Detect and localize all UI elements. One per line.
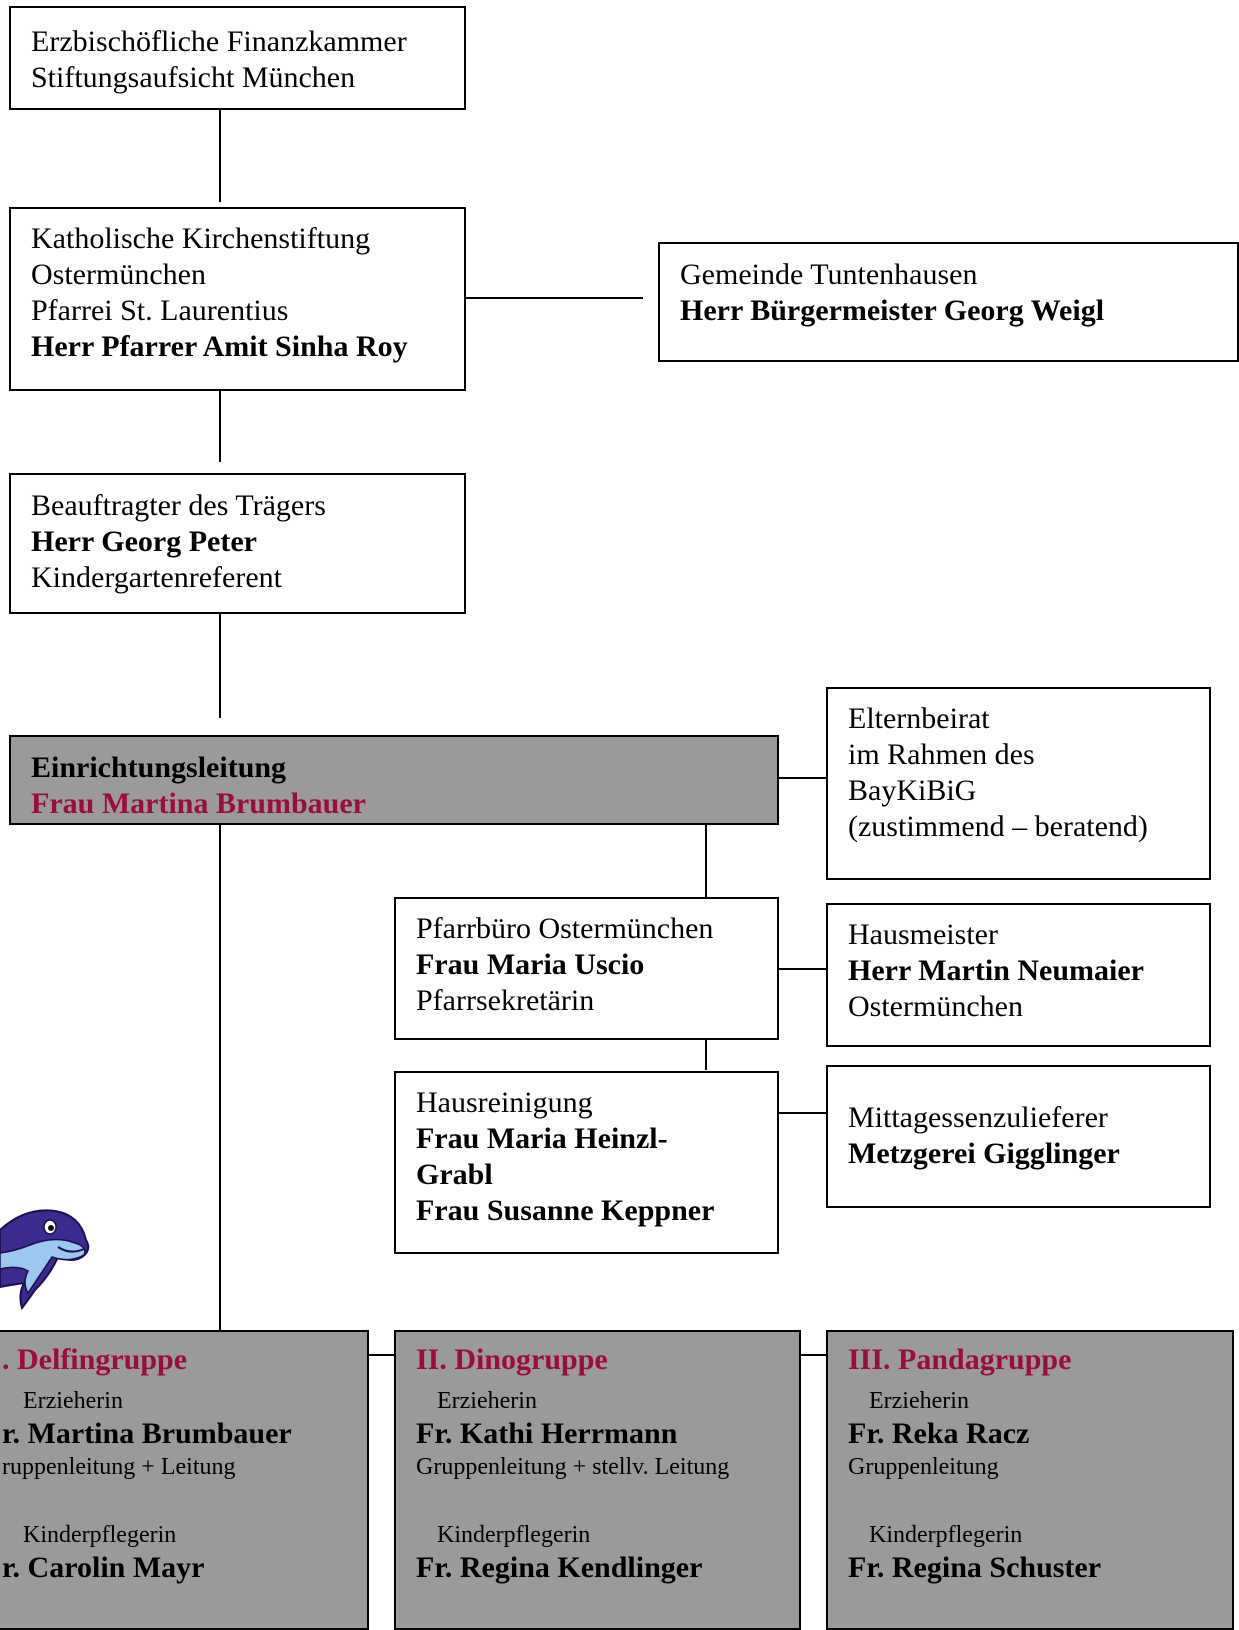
elternbeirat-line4: (zustimmend – beratend) [848,810,1148,843]
pfarrbuero-person: Frau Maria Uscio [416,948,645,981]
connector-line [219,825,221,1331]
elternbeirat-line3: BayKiBiG [848,774,977,807]
finanzkammer-line1: Erzbischöfliche Finanzkammer [31,25,407,58]
beauftragter-role: Kindergartenreferent [31,561,282,594]
group-title: . Delfingruppe [2,1343,188,1376]
hausmeister-line1: Hausmeister [848,918,998,951]
connector-line [777,968,827,970]
beauftragter-box: Beauftragter des Trägers Herr Georg Pete… [9,473,466,614]
group-desc1: ruppenleitung + Leitung [2,1454,236,1480]
group-name1: Fr. Reka Racz [848,1417,1030,1450]
group-name1: Fr. Kathi Herrmann [416,1417,678,1450]
group-name1: r. Martina Brumbauer [2,1417,292,1450]
pfarrbuero-box: Pfarrbüro Ostermünchen Frau Maria Uscio … [394,897,779,1040]
einrichtungsleitung-box: Einrichtungsleitung Frau Martina Brumbau… [9,735,779,825]
elternbeirat-line2: im Rahmen des [848,738,1035,771]
group-desc1: Gruppenleitung [848,1454,999,1480]
kirchenstiftung-line2: Ostermünchen [31,258,206,291]
connector-line [800,1354,826,1356]
hausmeister-place: Ostermünchen [848,990,1023,1023]
gemeinde-line1: Gemeinde Tuntenhausen [680,258,978,291]
group-dino-box: II. Dinogruppe Erzieherin Fr. Kathi Herr… [394,1330,801,1630]
hausmeister-person: Herr Martin Neumaier [848,954,1145,987]
dolphin-logo-icon [0,1209,90,1310]
mittagessen-line1: Mittagessenzulieferer [848,1101,1108,1134]
group-role2: Kinderpflegerin [869,1522,1023,1548]
connector-line [777,1112,827,1114]
pfarrbuero-line1: Pfarrbüro Ostermünchen [416,912,714,945]
group-name2: r. Carolin Mayr [2,1551,205,1584]
connector-line [452,297,643,299]
group-name2: Fr. Regina Schuster [848,1551,1102,1584]
hausreinigung-box: Hausreinigung Frau Maria Heinzl- Grabl F… [394,1071,779,1254]
group-title: II. Dinogruppe [416,1343,608,1376]
mittagessen-box: Mittagessenzulieferer Metzgerei Giggling… [826,1065,1211,1208]
kirchenstiftung-line1: Katholische Kirchenstiftung [31,222,371,255]
group-role1: Erzieherin [869,1388,969,1414]
mittagessen-supplier: Metzgerei Gigglinger [848,1137,1120,1170]
connector-line [219,107,221,202]
finanzkammer-box: Erzbischöfliche Finanzkammer Stiftungsau… [9,6,466,110]
group-role2: Kinderpflegerin [437,1522,591,1548]
group-role2: Kinderpflegerin [23,1522,177,1548]
kirchenstiftung-person: Herr Pfarrer Amit Sinha Roy [31,330,408,363]
pfarrbuero-role: Pfarrsekretärin [416,984,595,1017]
hausreinigung-person1a: Frau Maria Heinzl- [416,1122,668,1155]
group-title: III. Pandagruppe [848,1343,1072,1376]
kirchenstiftung-line3: Pfarrei St. Laurentius [31,294,289,327]
group-role1: Erzieherin [437,1388,537,1414]
einrichtungsleitung-person: Frau Martina Brumbauer [31,787,366,820]
gemeinde-person: Herr Bürgermeister Georg Weigl [680,294,1105,327]
group-role1: Erzieherin [23,1388,123,1414]
group-desc1: Gruppenleitung + stellv. Leitung [416,1454,730,1480]
connector-line [705,825,707,899]
connector-line [368,1354,394,1356]
hausreinigung-person2: Frau Susanne Keppner [416,1194,715,1227]
group-delfin-box: . Delfingruppe Erzieherin r. Martina Bru… [0,1330,369,1630]
hausmeister-box: Hausmeister Herr Martin Neumaier Ostermü… [826,903,1211,1047]
beauftragter-line1: Beauftragter des Trägers [31,489,326,522]
hausreinigung-person1b: Grabl [416,1158,493,1191]
group-panda-box: III. Pandagruppe Erzieherin Fr. Reka Rac… [826,1330,1234,1630]
gemeinde-box: Gemeinde Tuntenhausen Herr Bürgermeister… [658,242,1239,362]
connector-line [219,612,221,718]
connector-line [705,1038,707,1070]
connector-line [777,777,827,779]
einrichtungsleitung-title: Einrichtungsleitung [31,751,287,784]
connector-line [219,379,221,462]
elternbeirat-box: Elternbeirat im Rahmen des BayKiBiG (zus… [826,687,1211,880]
group-name2: Fr. Regina Kendlinger [416,1551,703,1584]
hausreinigung-line1: Hausreinigung [416,1086,593,1119]
elternbeirat-line1: Elternbeirat [848,702,990,735]
finanzkammer-line2: Stiftungsaufsicht München [31,61,356,94]
beauftragter-person: Herr Georg Peter [31,525,257,558]
kirchenstiftung-box: Katholische Kirchenstiftung Ostermünchen… [9,207,466,391]
